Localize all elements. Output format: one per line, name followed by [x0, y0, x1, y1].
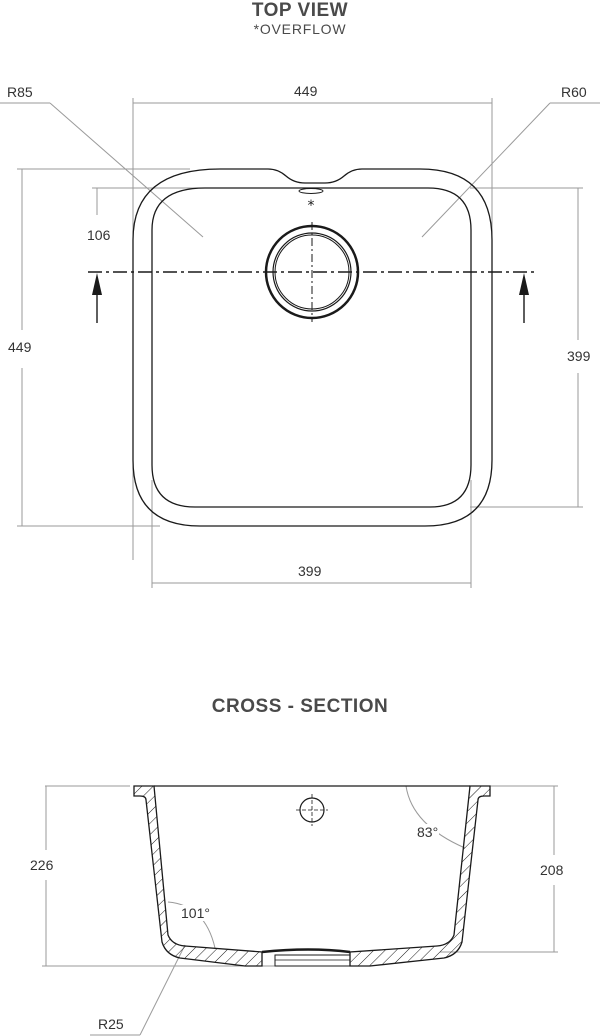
dimension-lines — [0, 98, 600, 588]
right-wall-section — [349, 785, 491, 967]
cross-section-title: CROSS - SECTION — [211, 696, 389, 717]
cross-dimension-lines — [42, 785, 558, 1036]
inner-radius-label: R60 — [560, 84, 588, 100]
bowl-width-label: 399 — [297, 563, 323, 579]
left-wall-section — [133, 785, 263, 967]
drain-recess — [261, 948, 351, 954]
overflow-slot — [298, 188, 324, 194]
sink-outer-rim — [132, 168, 493, 527]
overall-depth-label: 226 — [29, 857, 55, 873]
section-arrow-right-icon — [519, 273, 529, 323]
overflow-hole-icon — [296, 794, 328, 826]
overflow-note: *OVERFLOW — [253, 21, 347, 37]
drain-offset-label: 106 — [86, 227, 112, 243]
overflow-marker: * — [308, 198, 315, 214]
section-arrow-left-icon — [92, 273, 102, 323]
outer-radius-label: R85 — [6, 84, 34, 100]
left-angle-label: 101° — [180, 905, 211, 921]
top-view-title: TOP VIEW — [251, 0, 349, 21]
bottom-radius-label: R25 — [97, 1016, 125, 1032]
bowl-length-label: 399 — [566, 348, 592, 364]
overall-length-label: 449 — [7, 339, 33, 355]
overall-width-label: 449 — [293, 83, 319, 99]
right-angle-label: 83° — [416, 824, 440, 840]
top-view-drawing: * — [0, 98, 600, 588]
sink-inner-bowl — [151, 187, 472, 508]
bowl-depth-label: 208 — [539, 862, 565, 878]
